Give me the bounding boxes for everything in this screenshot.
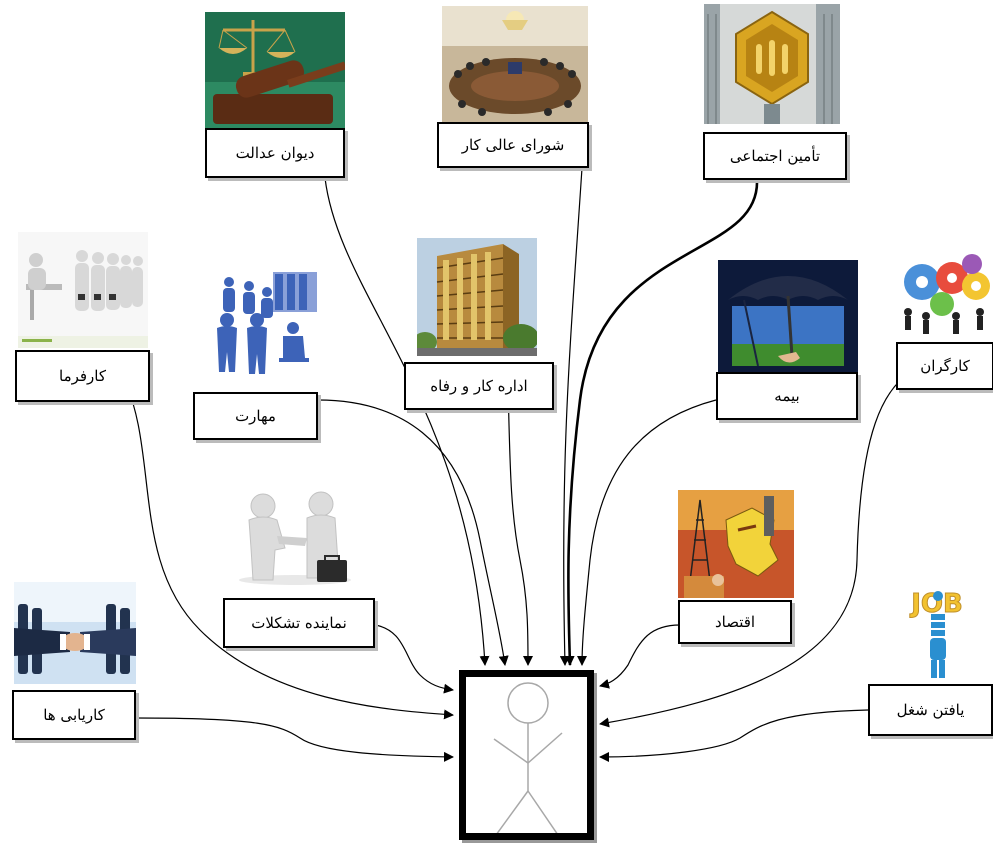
node-economy: اقتصاد [678,600,792,644]
connector-insurance [577,399,717,666]
umbrella-image [718,260,858,372]
connector-workers [599,364,926,728]
node-employer: کارفرما [15,350,150,402]
node-placement: کاریابی ها [12,690,136,740]
node-job-finding: یافتن شغل [868,684,993,736]
connector-employer [121,374,454,720]
business-handshake-image [14,582,136,684]
node-insurance: بیمه [716,372,858,420]
node-skill: مهارت [193,392,318,440]
connector-union-rep [374,624,454,694]
node-union-rep: نماینده تشکلات [223,598,375,648]
handshake-3d-image [235,490,353,586]
connector-social [564,179,759,666]
gavel-scales-image [205,12,345,128]
meeting-room-image [442,6,588,124]
connector-labor-office [507,384,533,666]
node-council: شورای عالی کار [437,122,589,168]
employer-interview-image [18,232,148,348]
connector-council [559,167,583,666]
connector-economy [599,624,681,689]
social-security-logo-image [704,4,840,124]
industry-map-image [678,490,794,598]
node-court: دیوان عدالت [205,128,345,178]
node-social-security: تأمین اجتماعی [703,132,847,180]
node-workers: کارگران [896,342,993,390]
connector-placement [135,717,454,762]
job-letters-image: JOB [894,586,980,682]
connector-skill [317,399,509,666]
connector-job-finding [599,709,869,762]
people-gears-image [894,250,993,340]
person-box [459,670,594,840]
node-labor-office: اداره کار و رفاه [404,362,554,410]
office-building-image [417,238,537,356]
workers-silhouette-image [205,262,323,390]
stick-figure-icon [493,682,563,836]
